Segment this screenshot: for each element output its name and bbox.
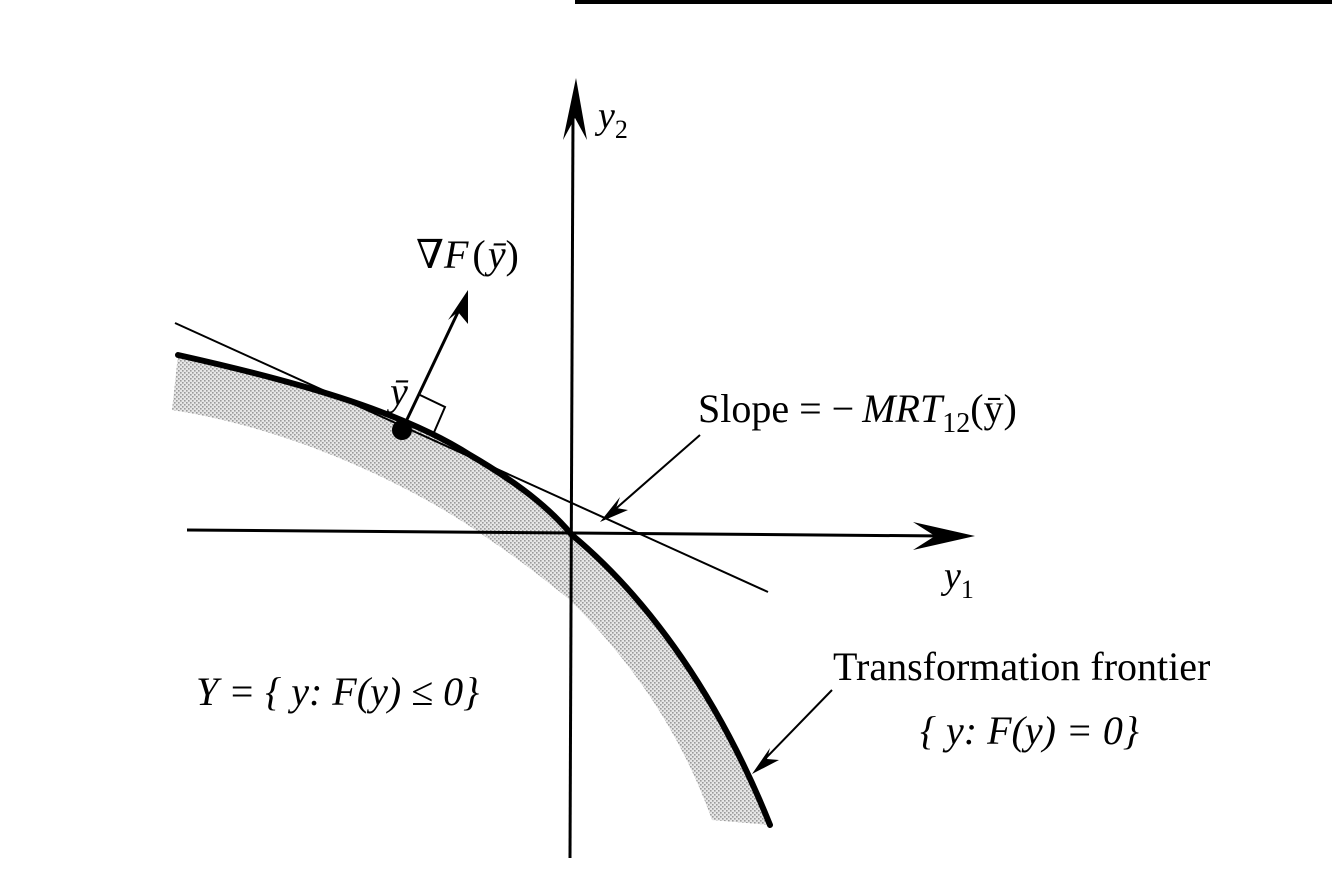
right-angle-marker — [419, 394, 447, 438]
slope-callout-arrowhead — [600, 497, 628, 522]
y2-axis — [568, 114, 575, 859]
gradient-arrowhead — [448, 290, 468, 324]
y1-axis — [186, 528, 946, 538]
y1-axis-arrowhead — [913, 522, 975, 550]
y2-axis-arrowhead — [563, 78, 587, 140]
frontier-label-line2: { y: F(y) = 0} — [920, 708, 1139, 753]
gradient-label: ∇F(ȳ) — [416, 232, 519, 277]
slope-label: Slope = −MRT12(ȳ) — [698, 386, 1017, 439]
y2-axis-label: y2 — [594, 95, 628, 144]
point-label: ȳ — [386, 369, 409, 414]
frontier-label-line1: Transformation frontier — [833, 644, 1210, 689]
y1-axis-label: y1 — [940, 555, 974, 604]
point-ybar — [392, 420, 412, 440]
frontier-callout-arrowhead — [752, 748, 779, 774]
transformation-frontier-curve — [175, 352, 773, 828]
slope-callout-line — [611, 434, 701, 513]
production-set-shading — [172, 355, 770, 825]
frontier-callout-line — [761, 689, 833, 763]
production-set-label: Y = { y: F(y) ≤ 0} — [196, 669, 479, 714]
gradient-vector — [400, 311, 460, 431]
